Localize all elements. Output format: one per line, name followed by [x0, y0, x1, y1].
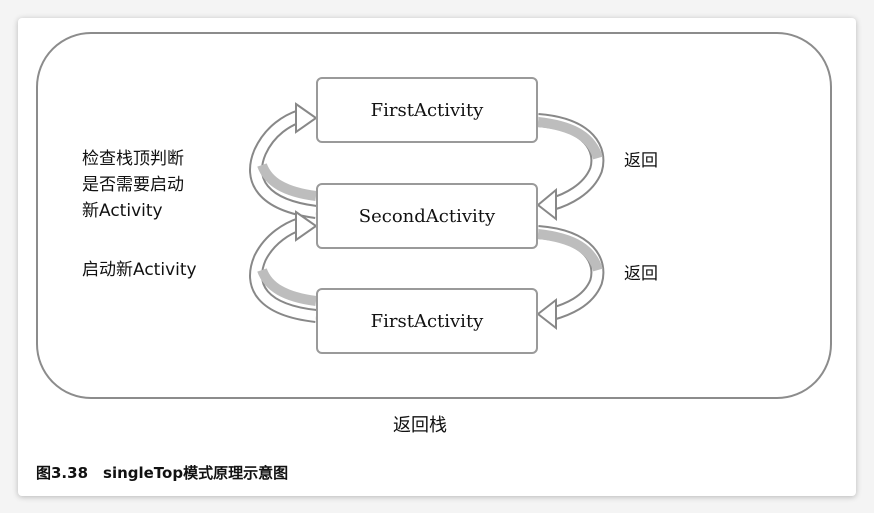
check-label-line-1: 检查栈顶判断	[82, 149, 184, 169]
start-new-activity-label: 启动新Activity	[82, 260, 197, 280]
activity-box-bottom: FirstActivity	[316, 288, 538, 354]
figure-caption: 图3.38 singleTop模式原理示意图	[36, 464, 289, 482]
return-arrow-2	[536, 225, 605, 331]
return-label-1: 返回	[624, 151, 658, 171]
start-new-arrow	[249, 210, 318, 323]
activity-box-middle: SecondActivity	[316, 183, 538, 249]
check-label-line-2: 是否需要启动	[82, 175, 184, 195]
check-label-line-3: 新Activity	[82, 201, 163, 221]
back-stack-label: 返回栈	[393, 415, 447, 436]
check-stack-top-label: 检查栈顶判断 是否需要启动 新Activity	[82, 146, 184, 224]
return-label-2: 返回	[624, 264, 658, 284]
start-check-arrow	[249, 102, 318, 219]
back-stack-frame	[36, 32, 832, 399]
return-arrow-1	[536, 113, 605, 222]
activity-box-top: FirstActivity	[316, 77, 538, 143]
